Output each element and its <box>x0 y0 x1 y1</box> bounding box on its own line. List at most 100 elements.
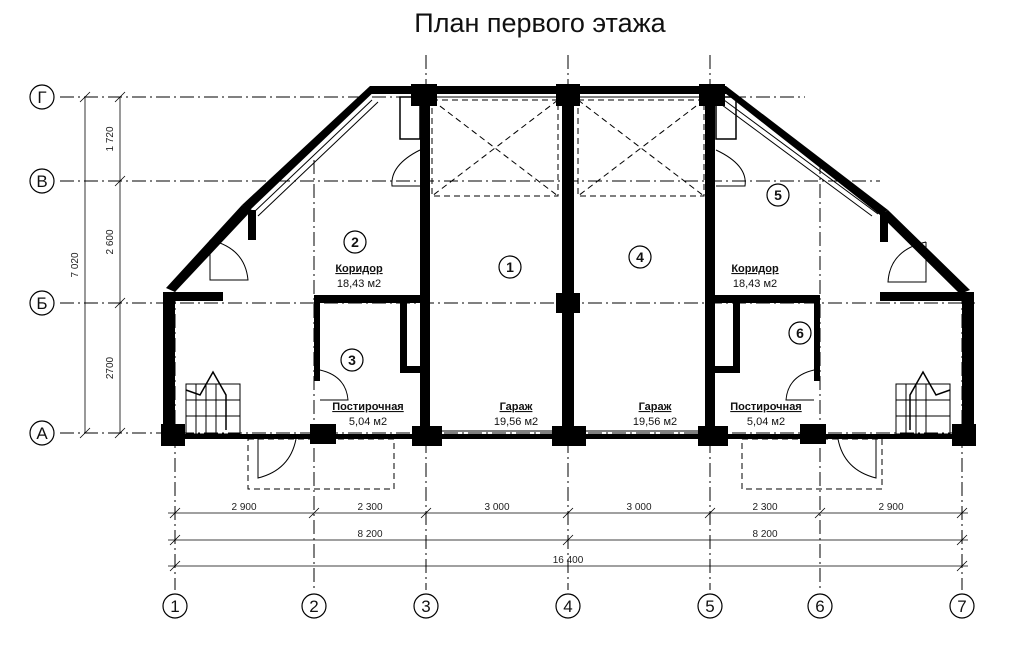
window-diag-left-3 <box>177 215 246 287</box>
garage-name-2: Гараж <box>639 401 672 413</box>
vdim-tick-5 <box>114 297 126 309</box>
hdim-tick-4 <box>562 507 574 519</box>
garage-openings <box>431 99 705 197</box>
col-label-2: 2 <box>309 597 318 616</box>
column-1-bottom <box>161 424 185 446</box>
wall-bottom <box>175 434 967 439</box>
room-name-2: Коридор <box>335 263 383 275</box>
vdim-total: 7 020 <box>70 252 81 277</box>
col-bubble-7 <box>949 593 975 619</box>
row-label-b: Б <box>36 294 47 313</box>
room-name-3: Постирочная <box>332 401 403 413</box>
room-area-5: 18,43 м2 <box>733 278 777 290</box>
room-labels: Коридор 18,43 м2 Постирочная 5,04 м2 Кор… <box>332 263 801 428</box>
doors <box>209 149 927 490</box>
col-bubble-3 <box>413 593 439 619</box>
wall-diag-right-low <box>880 210 970 294</box>
wall-laundry-left-duct-b <box>400 366 426 373</box>
wall-axis-4 <box>562 86 574 446</box>
door-laundry-left <box>319 369 349 401</box>
hdim-tick-12 <box>956 560 968 572</box>
horizontal-dimensions: 2 900 2 300 3 000 3 000 2 300 2 900 8 20… <box>168 502 968 572</box>
vdim-b-a: 2700 <box>105 356 116 379</box>
room-number-1: 1 <box>506 259 514 275</box>
wall-diag-left <box>242 86 380 210</box>
row-axis-bubbles: Г В Б А <box>29 84 55 446</box>
column-5-top <box>699 84 725 106</box>
wall-laundry-left-duct <box>400 303 407 373</box>
opening-cross-4 <box>577 99 705 197</box>
hdim-6-7: 2 900 <box>878 502 903 513</box>
hdim-half-left: 8 200 <box>357 529 382 540</box>
shaft-right <box>715 96 737 140</box>
wall-laundry-right-top <box>710 295 820 303</box>
room-area-6: 5,04 м2 <box>747 416 785 428</box>
col-bubble-5 <box>697 593 723 619</box>
porch-right <box>741 438 883 490</box>
door-bay-left <box>209 239 249 281</box>
hdim-ticks <box>169 507 968 572</box>
stair-left <box>185 370 241 435</box>
room-name-6: Постирочная <box>730 401 801 413</box>
wall-top <box>370 86 726 94</box>
door-garage-left <box>391 149 421 187</box>
wall-laundry-right-duct <box>733 303 740 373</box>
room-name-5: Коридор <box>731 263 779 275</box>
opening-garage-left <box>431 99 559 197</box>
vdim-tick-4 <box>114 175 126 187</box>
room-marker-4 <box>628 245 652 269</box>
room-marker-3 <box>340 348 364 372</box>
window-diag-right-2 <box>717 101 873 217</box>
room-markers: 1 2 3 4 5 6 <box>340 183 812 372</box>
column-axis-bubbles: 1 2 3 4 5 6 7 <box>162 593 975 619</box>
col-bubble-6 <box>807 593 833 619</box>
hdim-tick-6 <box>814 507 826 519</box>
vdim-tick-6 <box>114 427 126 439</box>
wall-bay-left <box>248 210 256 240</box>
wall-bay-right <box>880 212 888 242</box>
room-number-3: 3 <box>348 352 356 368</box>
room-marker-6 <box>788 321 812 345</box>
stair-left-box <box>185 383 241 435</box>
wall-left-top <box>163 292 223 301</box>
col-label-3: 3 <box>421 597 430 616</box>
vdim-v-b: 2 600 <box>105 229 116 254</box>
col-label-4: 4 <box>563 597 572 616</box>
room-number-5: 5 <box>774 187 782 203</box>
hdim-2-3: 2 300 <box>357 502 382 513</box>
opening-garage-right <box>577 99 705 197</box>
wall-right <box>962 292 974 444</box>
hdim-4-5: 3 000 <box>626 502 651 513</box>
row-label-g: Г <box>37 88 46 107</box>
column-4-mid <box>556 293 580 313</box>
room-marker-2 <box>343 230 367 254</box>
row-label-v: В <box>36 172 47 191</box>
stair-right-box <box>895 383 951 435</box>
hdim-3-4: 3 000 <box>484 502 509 513</box>
col-bubble-4 <box>555 593 581 619</box>
wall-left <box>163 292 175 444</box>
row-bubble-v <box>29 168 55 194</box>
door-entry-right <box>837 438 877 479</box>
wall-laundry-left-top <box>314 295 426 303</box>
garage-area-1: 19,56 м2 <box>494 416 538 428</box>
window-diag-left-1 <box>251 99 373 215</box>
wall-diag-left-low <box>166 205 252 292</box>
opening-cross-2 <box>431 99 559 197</box>
col-label-7: 7 <box>957 597 966 616</box>
plan-title: План первого этажа <box>414 8 666 38</box>
room-number-6: 6 <box>796 325 804 341</box>
windows <box>177 96 959 432</box>
hdim-half-right: 8 200 <box>752 529 777 540</box>
garage-name-1: Гараж <box>500 401 533 413</box>
room-area-2: 18,43 м2 <box>337 278 381 290</box>
room-number-4: 4 <box>636 249 644 265</box>
wall-axis-5 <box>705 86 715 446</box>
stair-left-arrow <box>185 370 227 430</box>
shaft-left <box>399 96 421 140</box>
garage-area-2: 19,56 м2 <box>633 416 677 428</box>
door-laundry-right <box>785 369 815 401</box>
opening-cross-3 <box>577 99 705 197</box>
room-marker-5 <box>766 183 790 207</box>
wall-laundry-right-side <box>814 295 820 381</box>
